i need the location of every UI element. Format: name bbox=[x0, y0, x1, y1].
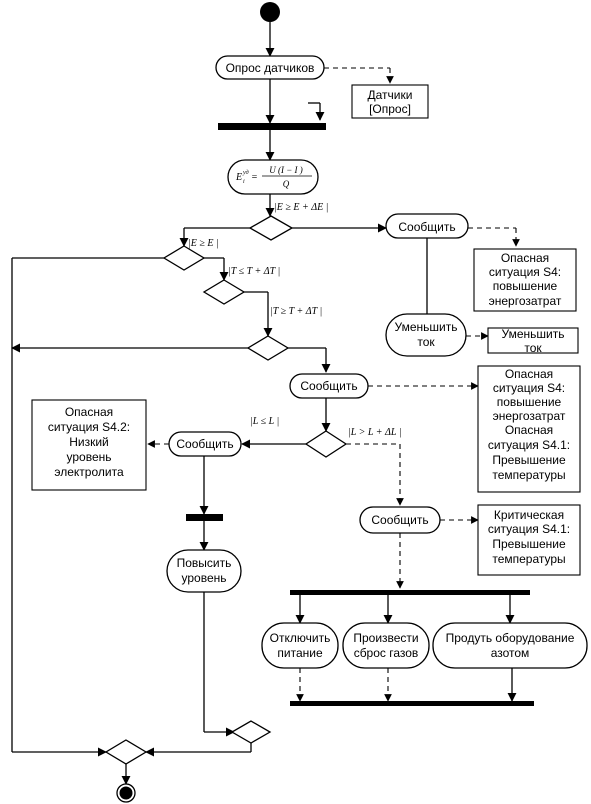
s4-s41-line2: ситуация S4: bbox=[493, 381, 565, 395]
energy-formula-lhs: E bbox=[235, 172, 242, 183]
s42-line5: электролита bbox=[54, 465, 124, 479]
s4-energy-line2: ситуация S4: bbox=[489, 265, 561, 279]
poll-sensors-label: Опрос датчиков bbox=[226, 61, 315, 75]
activity-report-2 bbox=[289, 373, 369, 399]
s4-s41-line6: ситуация S4.1: bbox=[488, 438, 570, 452]
report-4-label: Сообщить bbox=[371, 513, 428, 527]
activity-reduce-current bbox=[385, 313, 467, 357]
guard-4: |T ≥ T + ΔT | bbox=[270, 306, 322, 317]
energy-formula-eq: = bbox=[251, 172, 258, 183]
object-s4-s41 bbox=[477, 365, 581, 493]
s42-line1: Опасная bbox=[65, 405, 113, 419]
object-sensors bbox=[351, 84, 429, 119]
activity-report-4 bbox=[359, 506, 441, 534]
join-bar bbox=[290, 701, 534, 706]
s4-energy-line3: повышение bbox=[493, 279, 558, 293]
nitrogen-purge-line1: Продуть оборудование bbox=[446, 631, 575, 645]
report-3-label: Сообщить bbox=[176, 437, 233, 451]
s41-critical-line1: Критическая bbox=[494, 508, 564, 522]
control-flows bbox=[11, 22, 517, 785]
power-off-line2: питание bbox=[277, 646, 323, 660]
gas-release-line1: Произвести bbox=[353, 631, 418, 645]
s4-s41-line1: Опасная bbox=[505, 367, 553, 381]
report-2-label: Сообщить bbox=[300, 379, 357, 393]
sensors-line2: [Опрос] bbox=[369, 102, 411, 116]
fork-bar bbox=[290, 590, 530, 595]
energy-formula-lhs-sup: уд bbox=[242, 169, 249, 176]
reduce-current-obj-line1: Уменьшить bbox=[502, 327, 565, 341]
energy-formula: E уд i = U (I − I ) Q bbox=[235, 165, 312, 189]
reduce-current-line2: ток bbox=[417, 335, 435, 349]
activity-poll-sensors bbox=[215, 55, 325, 80]
reduce-current-obj-line2: ток bbox=[524, 341, 542, 355]
decision-nodes bbox=[104, 215, 348, 765]
formula-energy-box bbox=[227, 159, 319, 195]
energy-formula-den: Q bbox=[283, 179, 290, 189]
decision-3 bbox=[202, 279, 246, 305]
decision-5 bbox=[304, 430, 348, 458]
s4-s41-line7: Превышение bbox=[492, 453, 566, 467]
guard-5: |L ≤ L | bbox=[250, 416, 279, 427]
s42-line4: уровень bbox=[66, 450, 111, 464]
guard-3: |T ≤ T + ΔT | bbox=[228, 266, 280, 277]
initial-node bbox=[260, 2, 280, 22]
reduce-current-line1: Уменьшить bbox=[395, 320, 458, 334]
decision-4 bbox=[246, 335, 290, 361]
raise-level-line2: уровень bbox=[181, 571, 226, 585]
object-s4-energy bbox=[473, 248, 577, 312]
s4-s41-line4: энергозатрат bbox=[493, 409, 566, 423]
s41-critical-line2: ситуация S4.1: bbox=[488, 522, 570, 536]
merge-1 bbox=[230, 720, 272, 744]
decision-1 bbox=[248, 215, 294, 241]
s41-critical-line4: температуры bbox=[492, 552, 565, 566]
object-s42 bbox=[31, 399, 147, 491]
activity-power-off bbox=[261, 622, 339, 669]
s41-critical-line3: Превышение bbox=[492, 537, 566, 551]
s42-line2: ситуация S4.2: bbox=[48, 420, 130, 434]
s4-energy-line4: энергозатрат bbox=[489, 294, 562, 308]
activity-raise-level bbox=[166, 549, 242, 593]
raise-level-line1: Повысить bbox=[177, 556, 232, 570]
activity-nitrogen-purge bbox=[432, 622, 588, 669]
final-node bbox=[116, 783, 136, 803]
activity-report-1 bbox=[385, 213, 469, 239]
energy-formula-num: U (I − I ) bbox=[269, 165, 303, 175]
sync-bar-2 bbox=[186, 514, 223, 521]
s4-s41-line3: повышение bbox=[497, 395, 562, 409]
s42-line3: Низкий bbox=[69, 435, 109, 449]
activity-gas-release bbox=[342, 622, 430, 669]
object-reduce-current bbox=[487, 327, 579, 354]
merge-2 bbox=[104, 739, 148, 765]
s4-s41-line8: температуры bbox=[492, 468, 565, 482]
sensors-line1: Датчики bbox=[368, 88, 413, 102]
s4-energy-line1: Опасная bbox=[501, 251, 549, 265]
activity-report-3 bbox=[168, 431, 242, 457]
power-off-line1: Отключить bbox=[270, 631, 331, 645]
guard-6: |L > L + ΔL | bbox=[348, 427, 402, 438]
guard-2: |E ≥ E | bbox=[188, 238, 219, 249]
nitrogen-purge-line2: азотом bbox=[491, 646, 530, 660]
object-flows bbox=[147, 67, 520, 702]
sync-bar-1 bbox=[218, 123, 326, 130]
gas-release-line2: сброс газов bbox=[354, 646, 419, 660]
s4-s41-line5: Опасная bbox=[505, 423, 553, 437]
report-1-label: Сообщить bbox=[398, 220, 455, 234]
energy-formula-lhs-sub: i bbox=[243, 179, 245, 185]
object-s41-critical bbox=[477, 504, 581, 576]
decision-2 bbox=[162, 245, 206, 271]
guard-1: |E ≥ E + ΔE | bbox=[274, 202, 328, 213]
